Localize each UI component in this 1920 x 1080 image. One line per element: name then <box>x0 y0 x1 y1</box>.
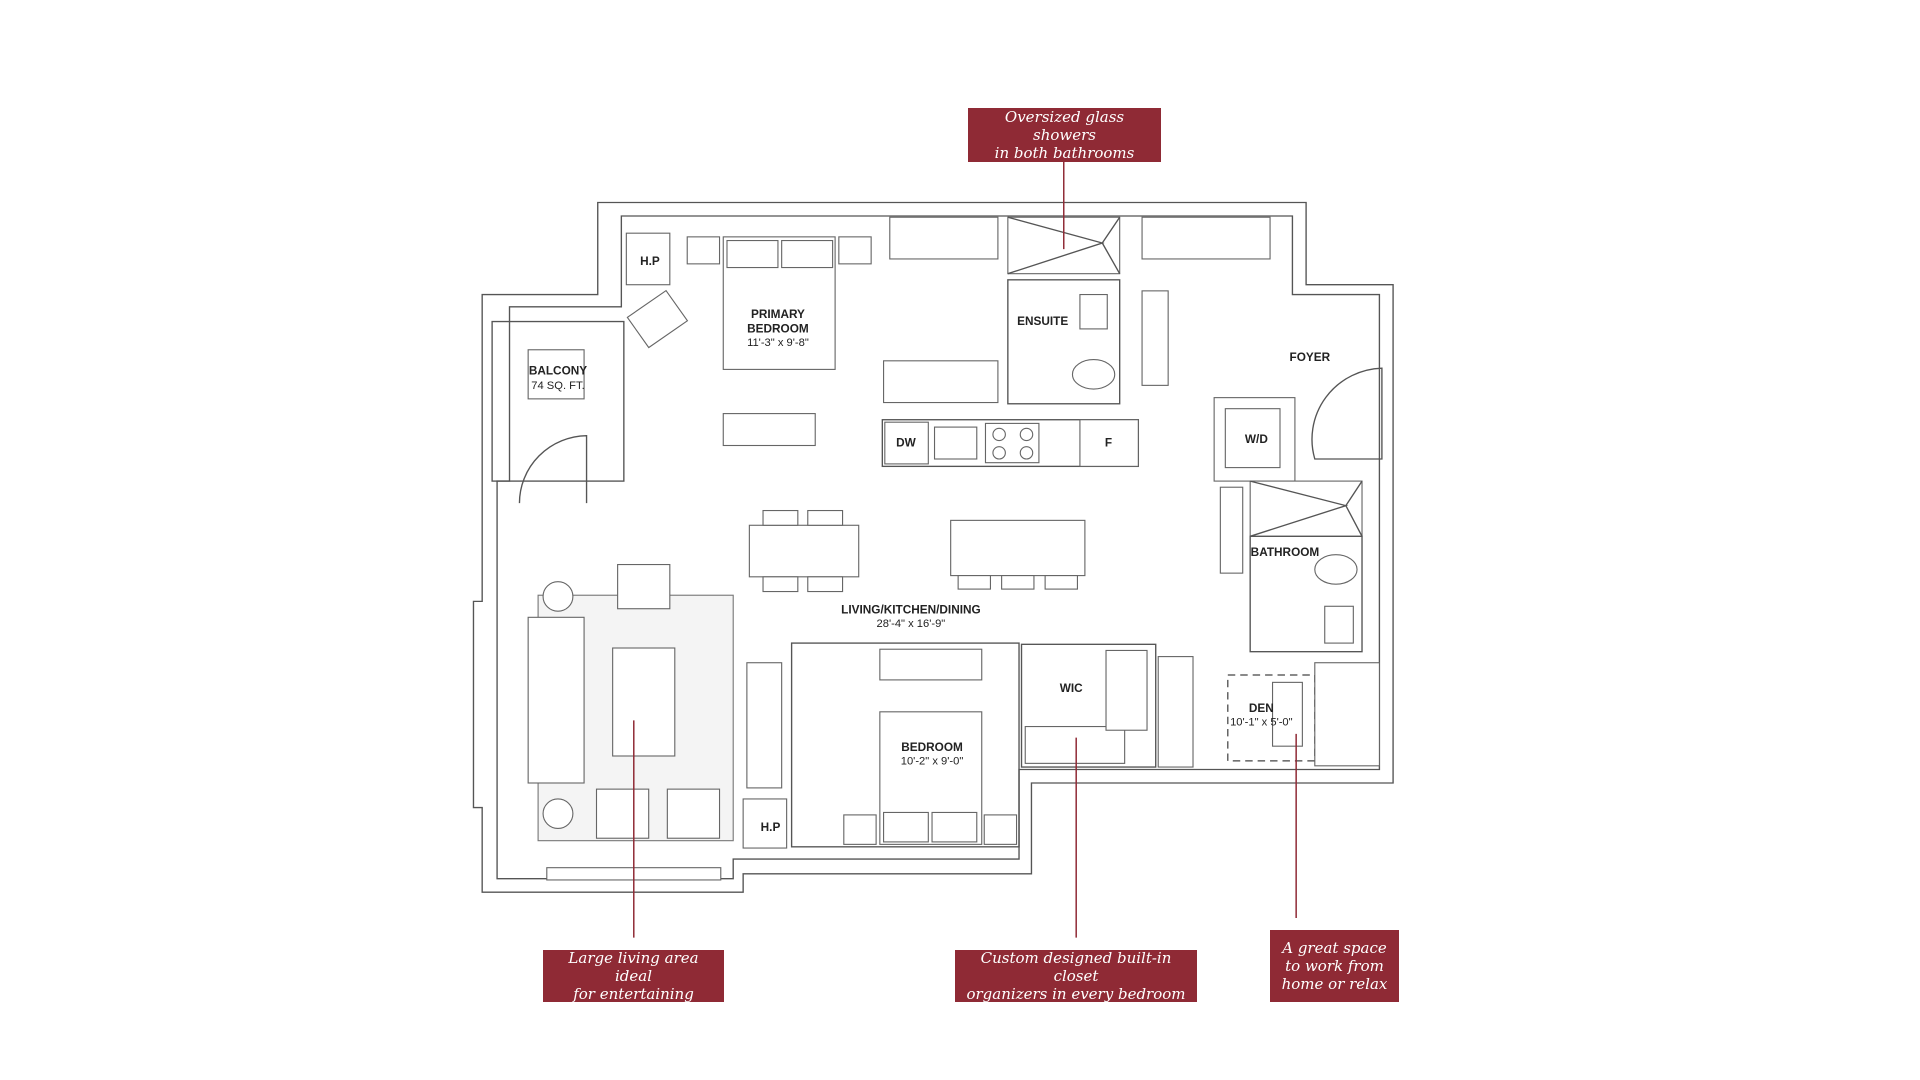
balcony-area <box>491 320 625 482</box>
callout-closet: Custom designed built-in closet organize… <box>955 949 1197 1003</box>
dining-chair <box>807 576 844 593</box>
callout-text: to work from <box>1285 957 1384 975</box>
exterior-wall <box>472 201 1394 893</box>
nightstand <box>843 814 877 845</box>
balcony-table <box>527 349 585 400</box>
closet-organizer <box>1105 649 1148 731</box>
washer-dryer-unit <box>1224 408 1281 469</box>
callout-living: Large living area ideal for entertaining <box>543 949 724 1003</box>
kitchen-sink <box>933 426 978 460</box>
stool <box>1001 575 1035 590</box>
closet-organizer <box>889 216 999 260</box>
fridge-label: F <box>1105 437 1112 450</box>
pillow <box>883 811 929 843</box>
kitchen-island <box>950 519 1086 577</box>
burner <box>992 427 1006 442</box>
closet-organizer <box>1141 216 1271 260</box>
burner <box>1019 427 1034 442</box>
dishwasher <box>884 421 929 465</box>
den-seat <box>1314 662 1380 767</box>
callout-text: organizers in every bedroom <box>966 985 1186 1003</box>
hp-label-bottom: H.P <box>761 821 781 834</box>
nightstand <box>686 236 721 265</box>
balcony-label: BALCONY <box>529 364 587 377</box>
hp-unit-top <box>625 232 671 286</box>
closet-organizer <box>883 360 999 404</box>
closet-panel <box>1219 486 1244 574</box>
stool <box>1044 575 1078 590</box>
callout-text: Oversized glass showers <box>1004 108 1125 144</box>
ensuite-room <box>1007 279 1121 405</box>
pillow <box>781 239 834 269</box>
side-table <box>542 798 574 829</box>
armchair <box>626 289 689 349</box>
pillow <box>931 811 978 843</box>
desk <box>1157 656 1194 768</box>
bathroom-toilet <box>1314 554 1358 585</box>
side-table <box>542 581 574 612</box>
coffee-table <box>612 647 676 757</box>
media-unit <box>746 662 783 789</box>
primary-bedroom-size: 11'-3" x 9'-8" <box>747 337 809 349</box>
shower-drain-lines <box>1249 480 1363 537</box>
sofa <box>527 616 585 784</box>
shower-drain-lines <box>1007 216 1121 275</box>
walk-in-closet <box>1020 643 1157 768</box>
armchair <box>617 563 671 610</box>
entry-door <box>1311 367 1383 460</box>
den-table <box>1271 681 1303 747</box>
callout-den: A great space to work from home or relax <box>1270 930 1399 1002</box>
dining-chair <box>807 509 844 526</box>
bedroom-size: 10'-2" x 9'-0" <box>901 756 964 768</box>
ensuite-sink <box>1079 293 1108 330</box>
nightstand <box>983 814 1018 845</box>
pillow <box>726 239 779 269</box>
ensuite-label: ENSUITE <box>1017 315 1068 328</box>
dining-table <box>748 524 860 578</box>
callout-text: A great space <box>1282 939 1387 957</box>
balcony-size: 74 SQ. FT. <box>531 380 584 392</box>
callout-text: Large living area ideal <box>568 949 699 985</box>
den-label: DEN <box>1249 702 1274 715</box>
burner <box>1019 446 1034 460</box>
bathroom-label: BATHROOM <box>1251 546 1320 559</box>
foyer-label: FOYER <box>1290 351 1331 364</box>
armchair <box>595 788 650 839</box>
nightstand <box>838 236 872 265</box>
living-label: LIVING/KITCHEN/DINING <box>841 604 981 617</box>
hp-label-top: H.P <box>640 255 660 268</box>
bathroom-shower <box>1249 480 1363 537</box>
closet-panel <box>1141 290 1169 386</box>
callout-text: Custom designed built-in closet <box>980 949 1172 985</box>
fridge <box>1079 419 1139 467</box>
dresser <box>722 413 816 447</box>
balcony-door <box>518 434 588 504</box>
callout-text: for entertaining <box>573 985 694 1003</box>
ensuite-toilet <box>1071 359 1116 390</box>
bedroom-room <box>790 642 1020 848</box>
wic-label: WIC <box>1060 682 1083 695</box>
primary-bedroom-label: PRIMARY <box>751 308 805 321</box>
living-size: 28'-4" x 16'-9" <box>877 618 946 630</box>
callout-text: home or relax <box>1281 975 1388 993</box>
bathroom-room <box>1249 535 1363 653</box>
bedroom-dresser <box>879 648 983 681</box>
wd-label: W/D <box>1245 433 1268 446</box>
primary-bedroom-label: BEDROOM <box>747 323 809 336</box>
closet-organizer <box>1024 725 1126 764</box>
hp-unit-bottom <box>742 798 788 849</box>
den-size: 10'-1" x 5'-0" <box>1230 716 1293 728</box>
bedroom-label: BEDROOM <box>901 741 963 754</box>
callout-text: in both bathrooms <box>994 144 1135 162</box>
stool <box>957 575 992 590</box>
burner <box>992 446 1006 460</box>
bathroom-sink <box>1324 605 1354 644</box>
dishwasher-label: DW <box>896 437 917 450</box>
interior-wall-line <box>496 215 1381 880</box>
dining-chair <box>762 576 799 593</box>
callout-showers: Oversized glass showers in both bathroom… <box>968 108 1161 162</box>
armchair <box>666 788 721 839</box>
dining-chair <box>762 509 799 526</box>
